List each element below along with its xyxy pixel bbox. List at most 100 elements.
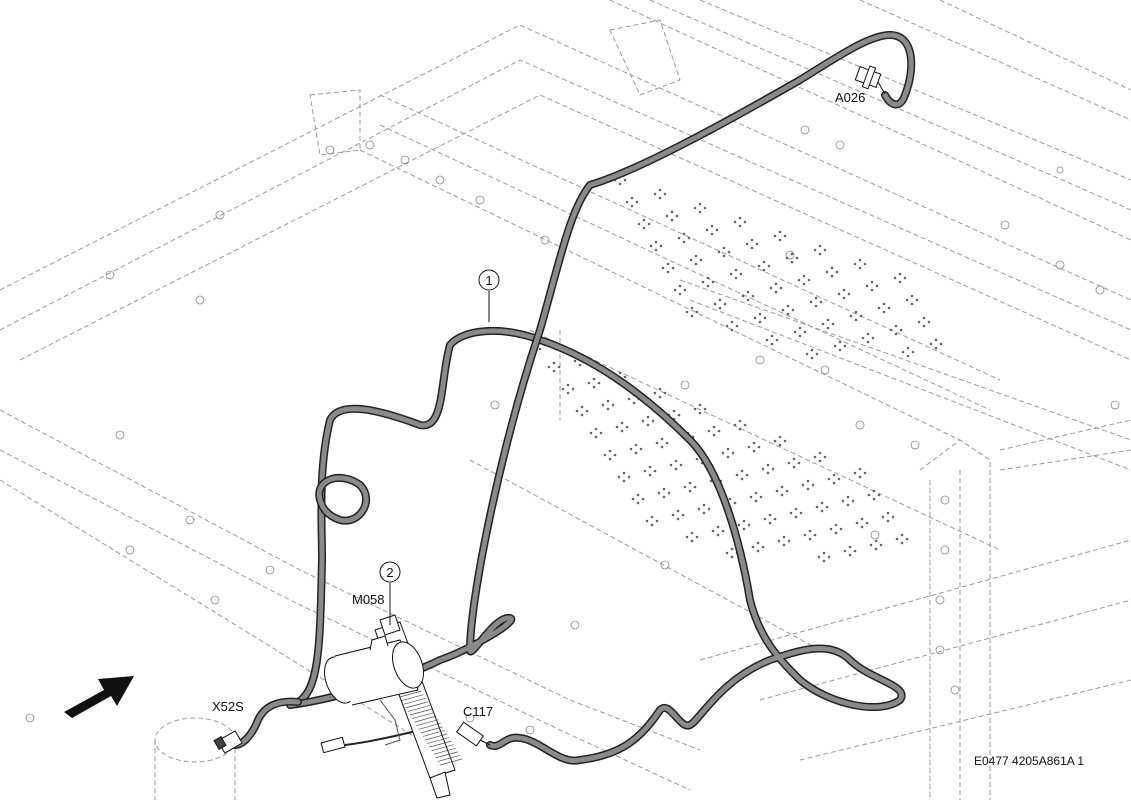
perforation-dot — [631, 497, 635, 501]
perforation-dot — [709, 479, 713, 483]
perforation-dot — [683, 288, 687, 292]
perforation-dot — [733, 220, 737, 224]
perforation-dot — [745, 473, 749, 477]
perforation-dot — [831, 322, 835, 326]
callout-1: 1 — [478, 269, 500, 291]
perforation-dot — [658, 188, 662, 192]
perforation-dot — [625, 425, 629, 429]
perforation-dot — [653, 391, 657, 395]
perforation-dot — [886, 519, 890, 523]
perforation-dot — [699, 258, 703, 262]
perforation-dot — [903, 276, 907, 280]
perforation-dot — [863, 262, 867, 266]
perforation-dot — [766, 463, 770, 467]
perforation-dot — [786, 304, 790, 308]
perforation-dot — [618, 371, 622, 375]
rib-line — [405, 701, 428, 709]
direction-arrow-icon — [64, 676, 134, 718]
perforation-dot — [734, 268, 738, 272]
perforation-dot — [787, 539, 791, 543]
perforation-dot — [855, 521, 859, 525]
perforation-dot — [730, 555, 734, 559]
perforation-dot — [552, 361, 556, 365]
perforation-dot — [649, 244, 653, 248]
perforation-dot — [767, 264, 771, 268]
perforation-dot — [846, 495, 850, 499]
perforation-dot — [711, 529, 715, 533]
perforation-dot — [791, 308, 795, 312]
perforation-dot — [833, 344, 837, 348]
perforation-dot — [688, 481, 692, 485]
perforation-dot — [730, 547, 734, 551]
wiring-harness — [231, 31, 916, 765]
perforation-dot — [832, 473, 836, 477]
perforation-dot — [677, 236, 681, 240]
perforation-dot — [761, 467, 765, 471]
perforation-dot — [749, 495, 753, 499]
perforation-dot — [807, 278, 811, 282]
perforation-dot — [735, 324, 739, 328]
perforation-dot — [769, 286, 773, 290]
perforation-dot — [695, 535, 699, 539]
perforation-dot — [911, 350, 915, 354]
connector-c117 — [456, 721, 491, 747]
perforation-dot — [867, 493, 871, 497]
perforation-dot — [608, 457, 612, 461]
perforation-dot — [718, 306, 722, 310]
perforation-dot — [671, 266, 675, 270]
perforation-dot — [618, 182, 622, 186]
perforation-dot — [765, 338, 769, 342]
perforation-dot — [801, 483, 805, 487]
perforation-dot — [650, 523, 654, 527]
perforation-dot — [653, 469, 657, 473]
perforation-dot — [858, 258, 862, 262]
perforation-dot — [675, 214, 679, 218]
perforation-dot — [566, 391, 570, 395]
perforation-dot — [758, 312, 762, 316]
perforation-dot — [655, 519, 659, 523]
perforation-dot — [806, 487, 810, 491]
rib-line — [439, 758, 463, 766]
perforation-dot — [858, 266, 862, 270]
perforation-dot — [887, 306, 891, 310]
perforation-dot — [821, 322, 825, 326]
perforation-dot — [905, 298, 909, 302]
perforation-dot — [778, 443, 782, 447]
perforation-dot — [727, 250, 731, 254]
perforation-dot — [842, 296, 846, 300]
perforation-dot — [731, 451, 735, 455]
perforation-dot — [552, 369, 556, 373]
perforation-dot — [805, 352, 809, 356]
perforation-dot — [827, 477, 831, 481]
perforation-dot — [838, 340, 842, 344]
rib-line — [437, 755, 460, 762]
rib-line — [431, 744, 454, 752]
perforation-dot — [587, 381, 591, 385]
perforation-dot — [646, 423, 650, 427]
perforation-dot — [794, 515, 798, 519]
perforation-dot — [655, 441, 659, 445]
perforation-dot — [815, 352, 819, 356]
perforation-dot — [863, 471, 867, 475]
callout-2: 2 — [379, 561, 401, 583]
perforation-dot — [660, 445, 664, 449]
label-m058: M058 — [352, 592, 385, 607]
perforation-dot — [882, 310, 886, 314]
perforation-dot — [747, 523, 751, 527]
perforation-dot — [797, 461, 801, 465]
perforation-dot — [773, 234, 777, 238]
rib-line — [420, 726, 443, 734]
perforation-dot — [898, 272, 902, 276]
perforation-dot — [823, 455, 827, 459]
perforation-dot — [630, 196, 634, 200]
perforation-dot — [733, 501, 737, 505]
perforation-dot — [718, 298, 722, 302]
perforation-dot — [809, 300, 813, 304]
perforation-dot — [753, 316, 757, 320]
perforation-dot — [657, 491, 661, 495]
perforation-dot — [762, 268, 766, 272]
perforation-dot — [677, 413, 681, 417]
perforation-dot — [825, 270, 829, 274]
